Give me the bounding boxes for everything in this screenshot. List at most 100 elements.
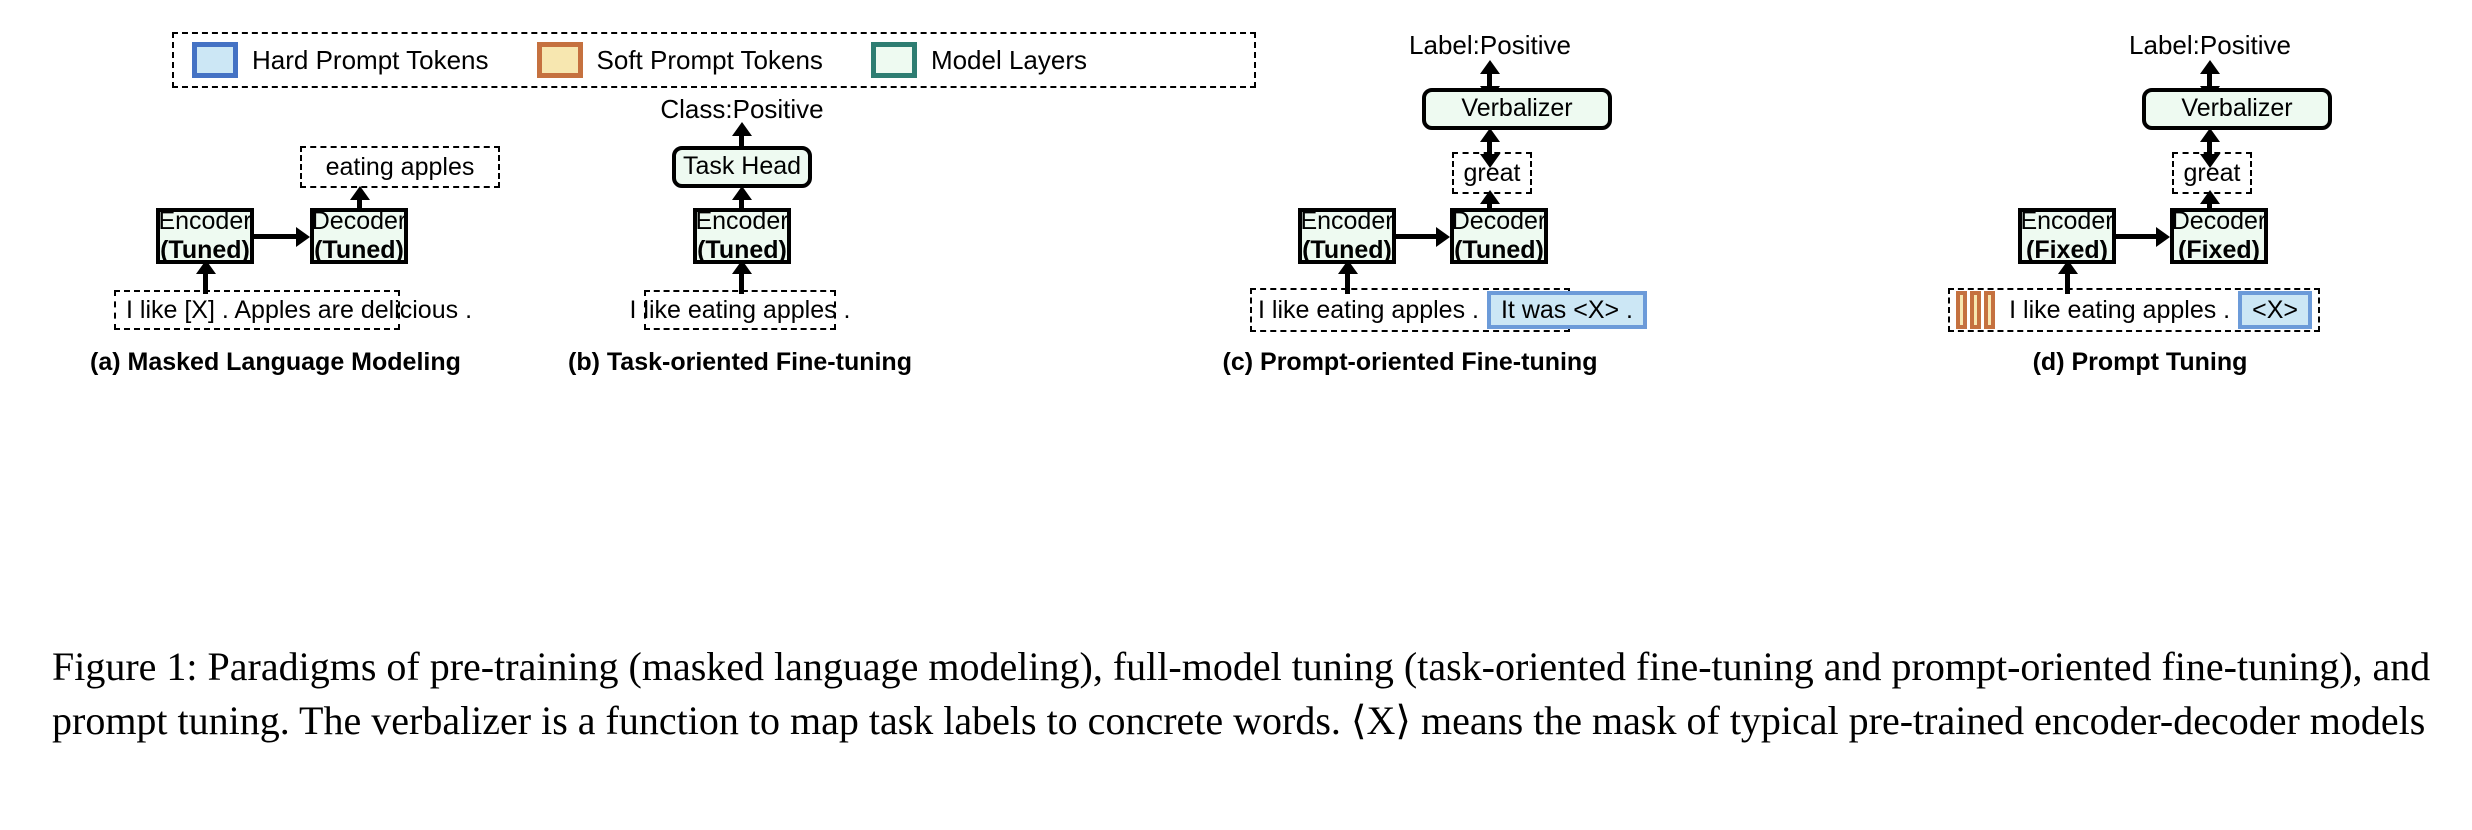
panel-d-encoder-state: (Fixed) (2026, 236, 2108, 264)
panel-a-input-box: I like [X] . Apples are delicious . (114, 290, 472, 330)
panel-c-arrowhead-up-word (1480, 128, 1500, 142)
panel-a-arrowhead-right (296, 227, 310, 247)
panel-c-arrowhead-down-word (1480, 154, 1500, 168)
panel-c-word-text: great (1463, 158, 1521, 187)
panel-prompt-tuning: Label:Positive Verbalizer great Encoder … (1760, 0, 2472, 600)
soft-prompt-token-2 (1970, 291, 1982, 329)
panel-b-task-head-text: Task Head (682, 152, 802, 181)
panel-d-hard-prompt-chip: <X> (2238, 291, 2312, 329)
panel-a-output-box: eating apples (300, 146, 500, 188)
panel-b-arrowhead-up-head (732, 186, 752, 200)
panel-b-encoder-state: (Tuned) (697, 236, 787, 264)
panel-a-arrow-input-to-encoder (203, 266, 208, 294)
panel-b-caption: (b) Task-oriented Fine-tuning (568, 348, 912, 376)
panel-c-encoder-state: (Tuned) (1302, 236, 1392, 264)
panel-c-input-plain-text: I like eating apples . (1258, 295, 1479, 324)
soft-prompt-swatch-icon (536, 42, 583, 78)
soft-prompt-token-3 (1984, 291, 1996, 329)
panel-a-encoder-state: (Tuned) (160, 236, 250, 264)
panel-d-arrowhead-up-word (2200, 128, 2220, 142)
panel-prompt-oriented-fine-tuning: Label:Positive Verbalizer great Encoder … (1040, 0, 1760, 600)
panel-d-class-label: Label:Positive (2129, 30, 2291, 60)
panel-b-task-head-box: Task Head (672, 146, 812, 188)
panel-a-decoder-state: (Tuned) (314, 236, 404, 264)
panel-a-encoder-name: Encoder (158, 206, 252, 235)
panel-c-hard-prompt-text: It was <X> . (1500, 295, 1633, 324)
panel-b-class-label: Class:Positive (660, 94, 824, 124)
panel-d-verbalizer-text: Verbalizer (2181, 94, 2293, 123)
panel-d-caption: (d) Prompt Tuning (2032, 348, 2248, 376)
legend-item-hard-prompt: Hard Prompt Tokens (192, 42, 489, 78)
panel-d-encoder-box: Encoder (Fixed) (2018, 206, 2116, 264)
panel-b-arrow-head-to-label (739, 128, 744, 150)
panel-a-caption: (a) Masked Language Modeling (90, 348, 461, 376)
panel-c-arrow-encoder-to-decoder (1396, 234, 1436, 239)
panel-c-decoder-name: Decoder (1451, 206, 1547, 235)
panel-d-decoder-state: (Fixed) (2178, 236, 2260, 264)
legend-label-hard-prompt: Hard Prompt Tokens (252, 44, 489, 75)
soft-prompt-token-1 (1956, 291, 1968, 329)
panel-d-word-box: great (2172, 152, 2252, 194)
panel-a-encoder-box: Encoder (Tuned) (156, 206, 254, 264)
panel-b-arrow-input-to-encoder (739, 266, 744, 294)
panel-d-decoder-box: Decoder (Fixed) (2170, 207, 2268, 264)
panel-c-word-box: great (1452, 152, 1532, 194)
hard-prompt-swatch-icon (192, 42, 238, 78)
panel-b-input-text: I like eating apples . (629, 295, 851, 324)
figure-caption: Figure 1: Paradigms of pre-training (mas… (52, 644, 2431, 743)
panel-c-arrowhead-right (1436, 227, 1450, 247)
legend-label-model-layers: Model Layers (930, 44, 1088, 75)
panel-c-arrow-word-to-verbalizer (1487, 134, 1492, 156)
panel-a-input-text: I like [X] . Apples are delicious . (126, 295, 473, 324)
panel-c-verbalizer-text: Verbalizer (1461, 94, 1573, 123)
panel-c-verbalizer-box: Verbalizer (1422, 88, 1612, 130)
legend-label-soft-prompt: Soft Prompt Tokens (596, 44, 823, 75)
panel-c-arrow-input-to-encoder (1345, 266, 1350, 294)
panel-d-arrow-input-to-encoder (2065, 266, 2070, 294)
panel-d-arrow-word-to-verbalizer (2207, 134, 2212, 156)
panel-masked-language-modeling: eating apples Encoder (Tuned) Decoder (T… (0, 0, 620, 600)
panel-c-arrowhead-up-encoder (1338, 260, 1358, 274)
panel-c-arrow-verbalizer-to-label (1487, 66, 1492, 88)
panel-d-arrow-encoder-to-decoder (2116, 234, 2156, 239)
panel-c-input-box: I like eating apples . It was <X> . (1250, 288, 1647, 332)
panel-a-output-text: eating apples (325, 152, 475, 181)
panel-b-encoder-box: Encoder (Tuned) (693, 206, 791, 264)
panel-c-hard-prompt-chip: It was <X> . (1486, 291, 1647, 329)
panel-c-encoder-box: Encoder (Tuned) (1298, 206, 1396, 264)
panel-b-input-box: I like eating apples . (630, 290, 851, 330)
panel-a-decoder-box: Decoder (Tuned) (310, 206, 408, 264)
panel-d-input-box: I like eating apples . <X> (1948, 288, 2320, 332)
panel-d-arrowhead-up-label (2200, 60, 2220, 74)
legend-item-model-layers: Model Layers (870, 42, 1088, 78)
panel-c-class-label: Label:Positive (1409, 30, 1571, 60)
panel-d-verbalizer-box: Verbalizer (2142, 88, 2332, 130)
panel-b-arrowhead-up-label (732, 122, 752, 136)
panel-d-encoder-name: Encoder (2020, 206, 2114, 235)
panel-a-arrow-encoder-to-decoder (254, 234, 296, 239)
panel-b-encoder-name: Encoder (695, 206, 789, 235)
panel-c-decoder-state: (Tuned) (1454, 236, 1544, 264)
panel-d-word-text: great (2183, 158, 2241, 187)
panel-d-input-plain-text: I like eating apples . (2009, 295, 2231, 324)
panel-a-arrowhead-up-encoder (196, 260, 216, 274)
panel-c-arrowhead-up-decoder (1480, 190, 1500, 204)
legend-item-soft-prompt: Soft Prompt Tokens (536, 42, 823, 78)
model-layer-swatch-icon (870, 42, 917, 78)
panel-c-arrowhead-up-label (1480, 60, 1500, 74)
panel-d-arrowhead-right (2156, 227, 2170, 247)
panel-d-arrowhead-up-decoder (2200, 190, 2220, 204)
panel-a-arrow-decoder-to-output (357, 192, 362, 216)
panel-d-hard-prompt-text: <X> (2252, 295, 2298, 324)
panel-d-arrowhead-down-word (2200, 154, 2220, 168)
panel-c-arrow-decoder-to-word (1487, 196, 1492, 214)
panel-b-arrow-encoder-to-head (739, 192, 744, 212)
panel-d-arrowhead-up-encoder (2058, 260, 2078, 274)
panel-d-arrow-verbalizer-to-label (2207, 66, 2212, 88)
panel-d-arrow-decoder-to-word (2207, 196, 2212, 214)
panel-a-arrowhead-up (350, 186, 370, 200)
panel-c-caption: (c) Prompt-oriented Fine-tuning (1222, 348, 1598, 376)
panel-a-decoder-name: Decoder (311, 206, 407, 235)
panel-c-encoder-name: Encoder (1300, 206, 1394, 235)
panel-b-arrowhead-up-encoder (732, 260, 752, 274)
